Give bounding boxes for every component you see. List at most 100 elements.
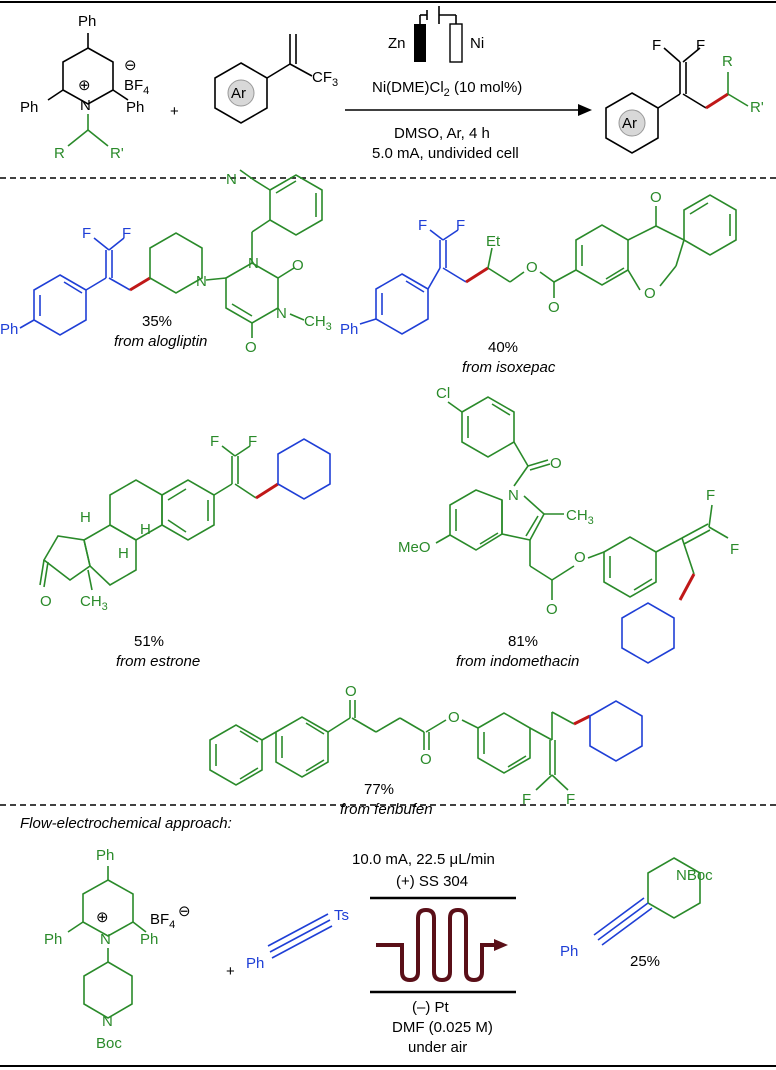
ph-label: Ph (560, 943, 578, 960)
source-indomethacin: from indomethacin (456, 653, 579, 670)
o-label: O (420, 751, 432, 768)
h-label: H (80, 509, 91, 526)
cf3-label: CF3 (312, 69, 338, 89)
source-isoxepac: from isoxepac (462, 359, 556, 376)
meo-label: MeO (398, 539, 431, 556)
n-label: N (508, 487, 519, 504)
h-label: H (118, 545, 129, 562)
f-label: F (652, 37, 661, 54)
general-product: Ar F F R R' (605, 37, 764, 154)
plus-sign: + (170, 103, 179, 120)
pyridinium-reagent: Ph Ph Ph N ⊕ ⊖ BF4 R R' (20, 13, 149, 162)
yield-alogliptin: 35% (142, 313, 172, 330)
yield-estrone: 51% (134, 633, 164, 650)
yield-isoxepac: 40% (488, 339, 518, 356)
f-label: F (566, 791, 575, 808)
n-label: N (196, 273, 207, 290)
rprime-label: R' (110, 145, 124, 162)
flow-yield: 25% (630, 953, 660, 970)
ph-label: Ph (78, 13, 96, 30)
n-label: N (100, 931, 111, 948)
flow-current-rate: 10.0 mA, 22.5 μL/min (352, 851, 495, 868)
yield-fenbufen: 77% (364, 781, 394, 798)
ts-label: Ts (334, 907, 349, 924)
counter-ion: BF4 (150, 911, 175, 931)
r-label: R (54, 145, 65, 162)
o-label: O (526, 259, 538, 276)
solvent-condition: DMSO, Ar, 4 h (394, 125, 490, 142)
example-indomethacin-structure: Cl O N CH3 MeO O O (398, 385, 739, 664)
current-condition: 5.0 mA, undivided cell (372, 145, 519, 162)
plus-charge: ⊕ (96, 909, 109, 926)
alkene-reagent: Ar CF3 (214, 34, 338, 124)
flow-reactor-coil (376, 907, 496, 983)
catalyst-condition: Ni(DME)Cl2 (10 mol%) (372, 79, 522, 99)
minus-charge: ⊖ (178, 903, 191, 920)
ni-electrode-label: Ni (470, 35, 484, 52)
f-label: F (82, 225, 91, 242)
nboc-label: NBoc (676, 867, 713, 884)
f-label: F (456, 217, 465, 234)
f-label: F (418, 217, 427, 234)
example-alogliptin-structure: Ph F F N N N O O CH3 N (0, 169, 332, 356)
ch3-label: CH3 (566, 507, 594, 527)
example-isoxepac-structure: Ph F F Et O O O O (340, 189, 737, 338)
n-label: N (248, 255, 259, 272)
ch3-label: CH3 (304, 313, 332, 333)
counter-ion: BF4 (124, 77, 149, 97)
flow-anode: (+) SS 304 (396, 873, 468, 890)
o-label: O (448, 709, 460, 726)
o-label: O (245, 339, 257, 356)
n-label: N (226, 171, 237, 188)
o-label: O (548, 299, 560, 316)
source-alogliptin: from alogliptin (114, 333, 207, 350)
f-label: F (696, 37, 705, 54)
n-label: N (276, 305, 287, 322)
flow-product: NBoc Ph (560, 857, 713, 960)
f-label: F (706, 487, 715, 504)
f-label: F (730, 541, 739, 558)
source-estrone: from estrone (116, 653, 200, 670)
ar-label: Ar (622, 115, 637, 132)
n-label: N (80, 97, 91, 114)
plus-charge: ⊕ (78, 77, 91, 94)
o-label: O (345, 683, 357, 700)
source-fenbufen: from fenbufen (340, 801, 433, 818)
f-label: F (122, 225, 131, 242)
flow-heading: Flow-electrochemical approach: (20, 815, 232, 832)
f-label: F (248, 433, 257, 450)
ch3-label: CH3 (80, 593, 108, 613)
ph-label: Ph (246, 955, 264, 972)
n-label: N (102, 1013, 113, 1030)
minus-charge: ⊖ (124, 57, 137, 74)
f-label: F (210, 433, 219, 450)
flow-cathode: (–) Pt (412, 999, 450, 1016)
electrochemical-cell-icon: Zn Ni (388, 6, 484, 63)
zn-electrode-label: Zn (388, 35, 406, 52)
arrow-head (578, 104, 592, 116)
o-label: O (650, 189, 662, 206)
flow-solvent: DMF (0.025 M) (392, 1019, 493, 1036)
ph-label: Ph (126, 99, 144, 116)
alkynyl-sulfone-reagent: Ph Ts (246, 907, 349, 972)
ph-label: Ph (340, 321, 358, 338)
example-fenbufen-structure: O O O F F (209, 683, 643, 808)
ar-label: Ar (231, 85, 246, 102)
o-label: O (574, 549, 586, 566)
o-label: O (644, 285, 656, 302)
o-label: O (292, 257, 304, 274)
h-label: H (140, 521, 151, 538)
ph-label: Ph (44, 931, 62, 948)
flow-arrow-head (494, 939, 508, 951)
o-label: O (40, 593, 52, 610)
flow-pyridinium-reagent: Ph Ph Ph N ⊕ ⊖ BF4 N Boc (44, 847, 191, 1052)
ph-label: Ph (96, 847, 114, 864)
flow-plus-sign: + (226, 963, 235, 980)
flow-atmosphere: under air (408, 1039, 467, 1056)
example-estrone-structure: O CH3 H H H F F (39, 433, 331, 613)
cl-label: Cl (436, 385, 450, 402)
ph-label: Ph (140, 931, 158, 948)
boc-label: Boc (96, 1035, 122, 1052)
yield-indomethacin: 81% (508, 633, 538, 650)
